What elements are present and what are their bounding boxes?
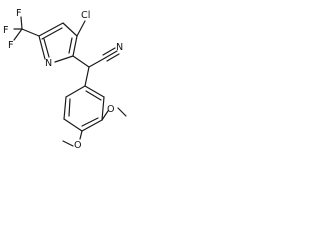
benzene-bond-5	[63, 96, 67, 120]
bond-c-f-bot	[13, 28, 23, 41]
bond-c-f-top	[20, 16, 23, 30]
ring-bond-c4-c4-double	[41, 27, 63, 40]
bond-c3-cl	[76, 20, 86, 37]
atom-label-f-top: F	[16, 8, 22, 19]
nitrile-triple-2	[102, 47, 116, 56]
benzene-bond-4	[63, 118, 83, 132]
molecule-structure: F F F Cl N N O O	[3, 8, 127, 151]
benzene-bond-1-double	[85, 90, 102, 101]
benzene-bond-3-double	[81, 117, 99, 127]
atom-label-o-para: O	[74, 140, 82, 151]
atom-label-f-mid: F	[3, 25, 9, 36]
ring-bond-n-c6	[38, 35, 46, 60]
nitrile-triple-3	[106, 53, 120, 62]
bond-aryl-o-para	[79, 130, 83, 140]
ring-bond-c2-n	[54, 55, 74, 63]
atom-label-cl: Cl	[81, 10, 90, 21]
atom-label-o-meta: O	[107, 104, 115, 115]
bond-c2-ch	[72, 55, 90, 68]
bond-cf3-c-to-ring	[21, 28, 40, 37]
benzene-bond-2	[101, 96, 105, 121]
ring-bond-c4-c3	[62, 22, 78, 37]
nitrile-triple-1	[104, 50, 118, 59]
ring-bond-n-c6-double	[43, 38, 50, 58]
atom-label-n-ring: N	[45, 58, 52, 69]
bond-aryl-o-meta	[101, 110, 109, 121]
ring-bond-c3-c2-double	[68, 37, 73, 54]
bond-o-meta-methyl	[117, 107, 127, 117]
benzene-bond-3	[81, 119, 103, 132]
benzene-bond-6	[65, 85, 86, 98]
bond-ch-aryl	[84, 66, 90, 87]
benzene-bond-5-double	[68, 98, 71, 117]
bond-o-para-methyl	[62, 140, 74, 147]
atom-label-f-bot: F	[8, 40, 14, 51]
ring-bond-c5-c4	[38, 22, 64, 37]
benzene-bond-1	[84, 85, 105, 98]
bond-ch-cn	[88, 57, 106, 68]
atom-label-n-nitrile: N	[116, 42, 123, 53]
ring-bond-c3-c2	[72, 35, 78, 57]
